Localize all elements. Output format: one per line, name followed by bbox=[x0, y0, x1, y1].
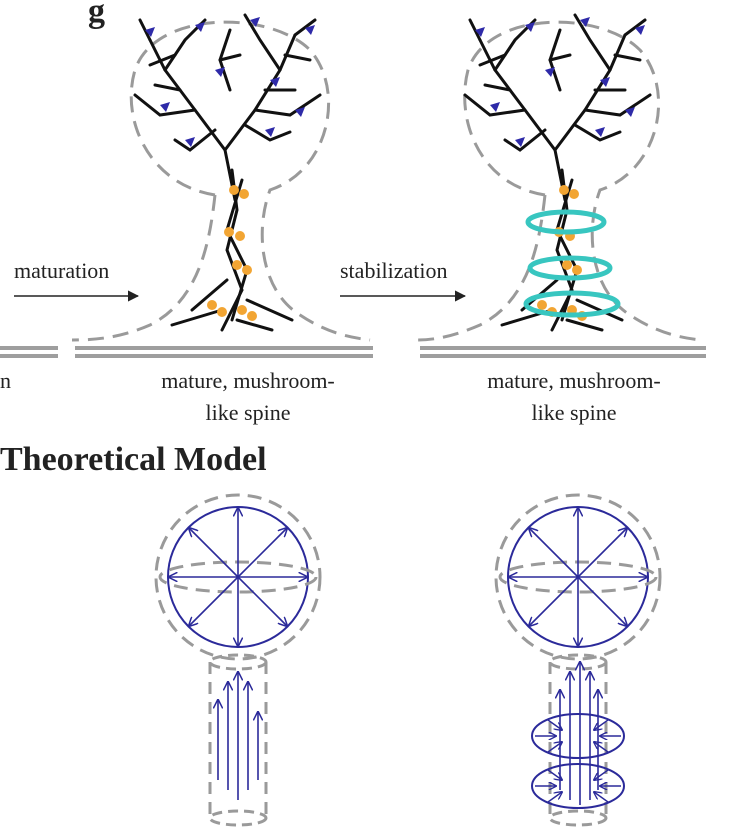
constriction-rings bbox=[531, 713, 625, 809]
top-panel: g n maturation mature, mushroom- like sp… bbox=[0, 0, 706, 425]
bottom-panel: Theoretical Model bbox=[0, 441, 662, 827]
top-heading-fragment: g bbox=[88, 0, 105, 30]
caption-middle-line2: like spine bbox=[206, 400, 291, 425]
ring-1 bbox=[525, 209, 607, 235]
stabilizing-rings bbox=[523, 209, 621, 318]
stabilization-label: stabilization bbox=[340, 258, 448, 283]
ring-2 bbox=[527, 255, 613, 281]
left-baseline bbox=[0, 346, 58, 358]
ring-3 bbox=[523, 290, 621, 318]
mature-spine-middle bbox=[71, 13, 373, 358]
model-middle bbox=[154, 493, 322, 827]
model-right bbox=[494, 493, 662, 827]
maturation-label: maturation bbox=[14, 258, 109, 283]
stabilized-spine-right bbox=[417, 13, 706, 358]
left-caption-fragment: n bbox=[0, 368, 11, 393]
caption-right-line1: mature, mushroom- bbox=[487, 368, 661, 393]
baseline bbox=[75, 346, 373, 358]
membrane-outline bbox=[71, 20, 371, 342]
caption-middle-line1: mature, mushroom- bbox=[161, 368, 335, 393]
model-heading: Theoretical Model bbox=[0, 441, 267, 478]
caption-right-line2: like spine bbox=[532, 400, 617, 425]
